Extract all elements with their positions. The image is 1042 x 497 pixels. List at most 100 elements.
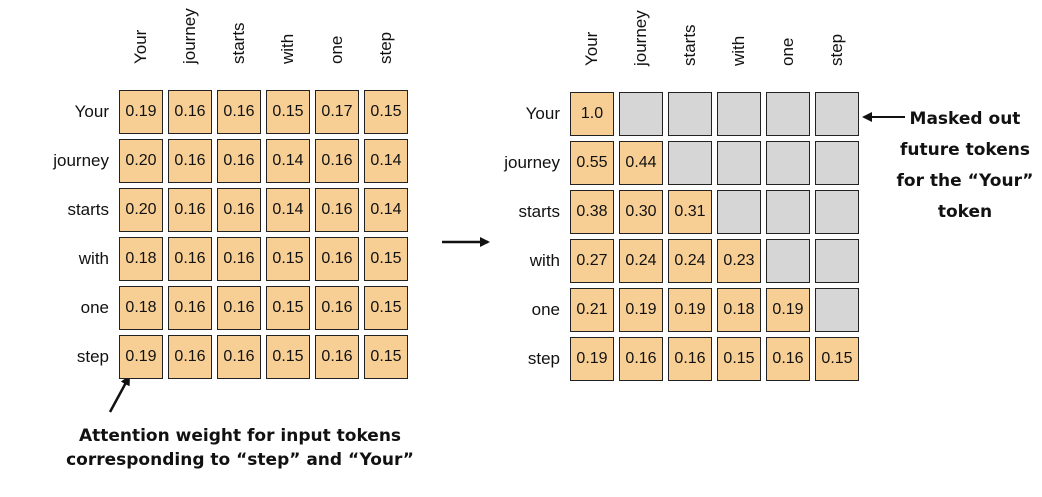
weight-cell: 0.16 <box>168 237 212 281</box>
left-annotation: Attention weight for input tokens corres… <box>60 424 420 472</box>
weight-cell: 0.15 <box>815 337 859 381</box>
column-label: one <box>326 6 348 84</box>
column-label-text: step <box>376 31 395 64</box>
masked-cell <box>766 92 810 136</box>
row-label: starts <box>518 202 560 221</box>
masked-cell <box>766 141 810 185</box>
masked-cell <box>619 92 663 136</box>
row-label: journey <box>53 151 109 170</box>
column-label: Your <box>581 8 603 86</box>
column-label: journey <box>179 6 201 84</box>
column-label: step <box>826 8 848 86</box>
weight-cell: 0.14 <box>364 139 408 183</box>
row-label: journey <box>504 153 560 172</box>
weight-cell: 0.19 <box>619 288 663 332</box>
weight-cell: 0.17 <box>315 90 359 134</box>
masked-cell <box>766 190 810 234</box>
weight-cell: 0.15 <box>717 337 761 381</box>
column-label-text: Your <box>582 31 601 66</box>
weight-cell: 0.16 <box>619 337 663 381</box>
weight-cell: 0.15 <box>364 335 408 379</box>
weight-cell: 0.30 <box>619 190 663 234</box>
masked-cell <box>717 92 761 136</box>
row-label: step <box>527 349 560 368</box>
row-label: one <box>80 298 109 317</box>
left-annotation-line2: corresponding to “step” and “Your” <box>66 450 414 470</box>
weight-cell: 0.23 <box>717 239 761 283</box>
column-label-text: with <box>278 33 297 64</box>
weight-cell: 0.16 <box>315 237 359 281</box>
weight-cell: 0.55 <box>570 141 614 185</box>
weight-cell: 0.16 <box>668 337 712 381</box>
masked-cell <box>668 141 712 185</box>
weight-cell: 0.16 <box>168 286 212 330</box>
weight-cell: 0.16 <box>168 90 212 134</box>
masked-cell <box>815 190 859 234</box>
column-label-text: starts <box>229 22 248 64</box>
column-label: one <box>777 8 799 86</box>
weight-cell: 0.15 <box>364 90 408 134</box>
right-annotation-line4: token <box>937 202 993 222</box>
weight-cell: 0.18 <box>119 286 163 330</box>
weight-cell: 0.44 <box>619 141 663 185</box>
weight-cell: 0.16 <box>217 237 261 281</box>
weight-cell: 0.16 <box>217 335 261 379</box>
column-label: with <box>728 8 750 86</box>
column-label-text: journey <box>180 8 199 64</box>
row-label: Your <box>525 104 560 123</box>
weight-cell: 0.38 <box>570 190 614 234</box>
weight-cell: 0.16 <box>217 188 261 232</box>
masked-cell <box>815 141 859 185</box>
column-label-text: Your <box>131 29 150 64</box>
weight-cell: 0.16 <box>315 139 359 183</box>
column-label-text: with <box>729 35 748 66</box>
right-annotation-line1: Masked out <box>909 109 1021 129</box>
right-annotation: Masked out future tokens for the “Your” … <box>890 104 1040 228</box>
weight-cell: 0.16 <box>168 335 212 379</box>
weight-cell: 0.24 <box>619 239 663 283</box>
weight-cell: 0.24 <box>668 239 712 283</box>
masked-cell <box>815 288 859 332</box>
weight-cell: 0.21 <box>570 288 614 332</box>
masked-cell <box>717 141 761 185</box>
weight-cell: 0.27 <box>570 239 614 283</box>
weight-cell: 0.14 <box>266 188 310 232</box>
masked-cell <box>766 239 810 283</box>
weight-cell: 0.20 <box>119 188 163 232</box>
weight-cell: 0.31 <box>668 190 712 234</box>
weight-cell: 0.16 <box>766 337 810 381</box>
masked-cell <box>815 239 859 283</box>
column-label-text: starts <box>680 24 699 66</box>
weight-cell: 0.18 <box>717 288 761 332</box>
weight-cell: 0.16 <box>217 286 261 330</box>
weight-cell: 0.16 <box>315 286 359 330</box>
weight-cell: 0.14 <box>266 139 310 183</box>
weight-cell: 0.15 <box>266 335 310 379</box>
column-label-text: one <box>778 37 797 66</box>
step-your-pointer-arrow <box>108 375 131 413</box>
weight-cell: 0.19 <box>668 288 712 332</box>
weight-cell: 0.16 <box>217 90 261 134</box>
column-label-text: journey <box>631 10 650 66</box>
weight-cell: 0.20 <box>119 139 163 183</box>
column-label: Your <box>130 6 152 84</box>
masked-cell <box>717 190 761 234</box>
column-label: with <box>277 6 299 84</box>
column-label: step <box>375 6 397 84</box>
weight-cell: 0.16 <box>315 188 359 232</box>
weight-cell: 0.18 <box>119 237 163 281</box>
weight-cell: 0.19 <box>119 90 163 134</box>
weight-cell: 0.16 <box>168 188 212 232</box>
weight-cell: 1.0 <box>570 92 614 136</box>
weight-cell: 0.15 <box>266 90 310 134</box>
column-label: journey <box>630 8 652 86</box>
column-label-text: one <box>327 35 346 64</box>
weight-cell: 0.15 <box>266 286 310 330</box>
row-label: one <box>531 300 560 319</box>
row-label: with <box>78 249 109 268</box>
weight-cell: 0.14 <box>364 188 408 232</box>
column-label-text: step <box>827 33 846 66</box>
masked-cell <box>668 92 712 136</box>
right-annotation-line3: for the “Your” <box>896 171 1034 191</box>
